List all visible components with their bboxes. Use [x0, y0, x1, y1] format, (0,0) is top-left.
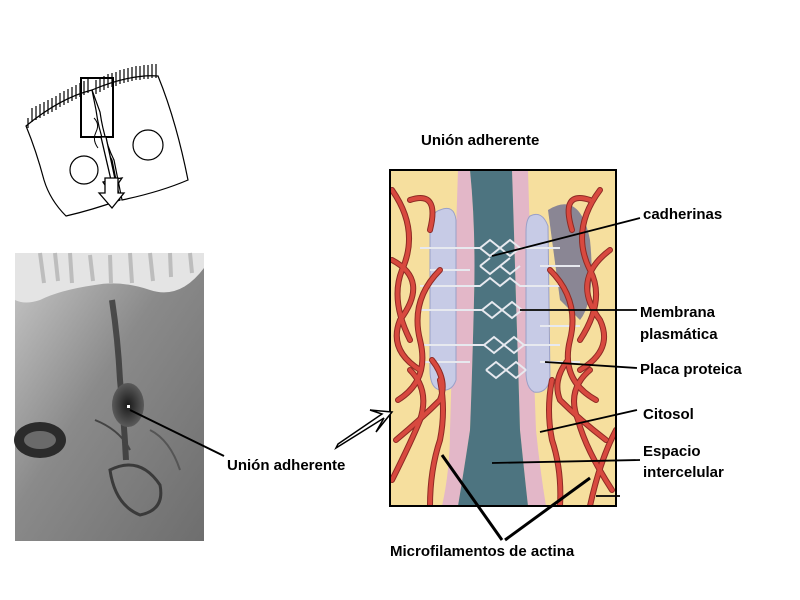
microfilament-pointer-lines — [440, 454, 591, 542]
leader-espacio — [491, 459, 641, 464]
micrograph-pointer-line — [129, 409, 225, 457]
left-nucleus — [69, 155, 99, 185]
label-micrograph-union: Unión adherente — [227, 457, 346, 474]
leader-cadherinas — [491, 217, 641, 257]
membrane-left — [442, 170, 475, 506]
adherens-junction-diagram — [390, 170, 616, 506]
label-cadherinas: cadherinas — [643, 206, 723, 223]
label-espacio: Espacio — [643, 443, 701, 460]
left-cell-outline — [25, 89, 121, 217]
leader-lines — [491, 217, 641, 497]
right-nucleus — [132, 129, 164, 161]
label-membrana: Membrana — [640, 304, 716, 321]
zoom-box — [80, 77, 114, 138]
pointer-arrow-icon — [334, 409, 394, 451]
label-placa-proteica: Placa proteica — [640, 361, 742, 378]
diagram-title: Unión adherente — [421, 132, 540, 149]
leader-placa — [544, 361, 638, 369]
actin-filaments-highlight — [390, 188, 616, 506]
label-microfilamentos: Microfilamentos de actina — [390, 543, 575, 560]
label-plasmatica: plasmática — [640, 326, 718, 343]
label-intercelular: intercelular — [643, 464, 724, 481]
diagram-frame — [389, 169, 617, 507]
electron-micrograph — [14, 252, 204, 541]
leader-citosol — [539, 409, 638, 433]
microvilli-left — [27, 79, 89, 128]
label-citosol: Citosol — [643, 406, 694, 423]
arrow-down-icon — [97, 177, 126, 210]
microvilli-right — [95, 64, 157, 94]
plaque-right — [525, 213, 551, 393]
